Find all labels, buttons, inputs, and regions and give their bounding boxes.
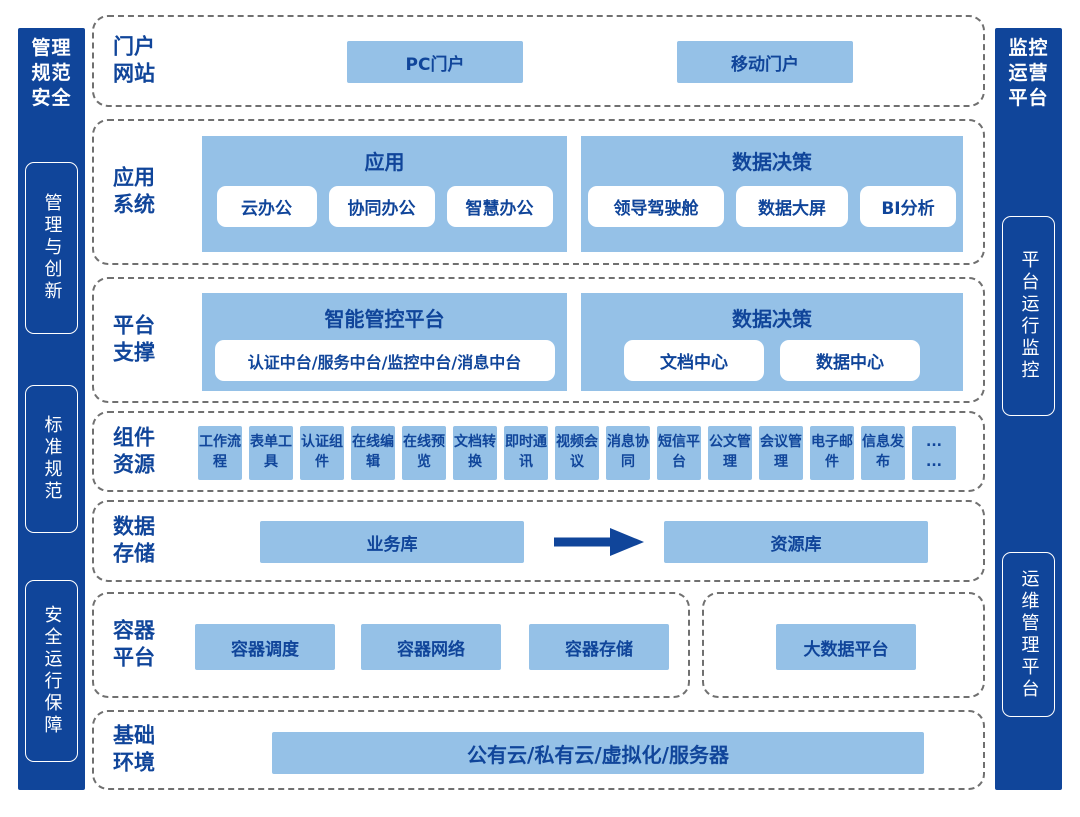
document-center-box: 文档中心 xyxy=(624,340,764,381)
sidebar-item-standards: 标准规范 xyxy=(25,385,78,533)
sidebar-item-management-innovation: 管理与创新 xyxy=(25,162,78,334)
data-decision-panel-platform: 数据决策 文档中心 数据中心 xyxy=(581,293,963,391)
row-infrastructure: 基础 环境 公有云/私有云/虚拟化/服务器 xyxy=(92,710,985,790)
application-panel-items: 云办公 协同办公 智慧办公 xyxy=(216,186,553,227)
component-box-email: 电子邮件 xyxy=(810,426,854,480)
component-box-official-doc: 公文管理 xyxy=(708,426,752,480)
row-portal-label: 门户 网站 xyxy=(113,34,155,86)
data-decision-panel-apps: 数据决策 领导驾驶舱 数据大屏 BI分析 xyxy=(581,136,963,252)
data-decision-title-platform: 数据决策 xyxy=(732,307,812,331)
right-sidebar: 监控 运营 平台 平台运行监控 运维管理平台 xyxy=(995,28,1062,790)
row-container-platform: 容器 平台 容器调度 容器网络 容器存储 xyxy=(92,592,690,698)
pc-portal-box: PC门户 xyxy=(347,41,523,83)
left-sidebar: 管理 规范 安全 管理与创新 标准规范 安全运行保障 xyxy=(18,28,85,790)
smart-control-items: 认证中台/服务中台/监控中台/消息中台 xyxy=(214,340,555,381)
row-storage-label: 数据 存储 xyxy=(113,514,155,566)
collab-office-box: 协同办公 xyxy=(328,186,435,227)
bi-analysis-box: BI分析 xyxy=(860,186,956,227)
mobile-portal-box: 移动门户 xyxy=(677,41,853,83)
left-sidebar-title: 管理 规范 安全 xyxy=(31,37,72,110)
component-box-im: 即时通讯 xyxy=(504,426,548,480)
component-box-message-collab: 消息协同 xyxy=(606,426,650,480)
data-screen-box: 数据大屏 xyxy=(736,186,848,227)
leader-cockpit-box: 领导驾驶舱 xyxy=(588,186,724,227)
row-apps-label: 应用 系统 xyxy=(113,165,155,217)
row-container-label: 容器 平台 xyxy=(113,618,155,670)
business-db-box: 业务库 xyxy=(260,521,524,563)
row-data-storage: 数据 存储 业务库 资源库 xyxy=(92,500,985,582)
container-storage-box: 容器存储 xyxy=(529,624,669,670)
cloud-infrastructure-box: 公有云/私有云/虚拟化/服务器 xyxy=(272,732,924,774)
component-box-doc-convert: 文档转换 xyxy=(453,426,497,480)
component-box-online-edit: 在线编辑 xyxy=(351,426,395,480)
bigdata-platform-box: 大数据平台 xyxy=(776,624,916,670)
right-sidebar-title: 监控 运营 平台 xyxy=(1008,37,1049,110)
row-platform-label: 平台 支撑 xyxy=(113,313,155,365)
component-box-video-meeting: 视频会议 xyxy=(555,426,599,480)
middle-platforms-box: 认证中台/服务中台/监控中台/消息中台 xyxy=(214,340,555,381)
component-box-meeting-mgmt: 会议管理 xyxy=(759,426,803,480)
resource-db-box: 资源库 xyxy=(664,521,928,563)
sidebar-item-ops-management: 运维管理平台 xyxy=(1002,552,1055,717)
sidebar-item-platform-monitoring: 平台运行监控 xyxy=(1002,216,1055,416)
data-center-box: 数据中心 xyxy=(780,340,920,381)
row-component-resources: 组件 资源 工作流程 表单工具 认证组件 在线编辑 在线预览 文档转换 即时通讯… xyxy=(92,411,985,492)
row-components-label: 组件 资源 xyxy=(113,425,155,477)
data-decision-items-platform: 文档中心 数据中心 xyxy=(624,340,920,381)
component-box-workflow: 工作流程 xyxy=(198,426,242,480)
row-application-systems: 应用 系统 应用 云办公 协同办公 智慧办公 数据决策 领导驾驶舱 数据大屏 B… xyxy=(92,119,985,265)
row-platform-support: 平台 支撑 智能管控平台 认证中台/服务中台/监控中台/消息中台 数据决策 文档… xyxy=(92,277,985,403)
container-scheduling-box: 容器调度 xyxy=(195,624,335,670)
component-squares: 工作流程 表单工具 认证组件 在线编辑 在线预览 文档转换 即时通讯 视频会议 … xyxy=(198,426,956,480)
component-box-info-publish: 信息发布 xyxy=(861,426,905,480)
component-box-sms: 短信平台 xyxy=(657,426,701,480)
application-panel: 应用 云办公 协同办公 智慧办公 xyxy=(202,136,567,252)
data-decision-title-apps: 数据决策 xyxy=(732,150,812,174)
row-portal: 门户 网站 PC门户 移动门户 xyxy=(92,15,985,107)
component-box-auth: 认证组件 xyxy=(300,426,344,480)
row-infra-label: 基础 环境 xyxy=(113,723,155,775)
container-network-box: 容器网络 xyxy=(361,624,501,670)
smart-control-title: 智能管控平台 xyxy=(324,307,445,331)
sidebar-item-safe-operation: 安全运行保障 xyxy=(25,580,78,762)
component-box-more: ... ... xyxy=(912,426,956,480)
smart-control-panel: 智能管控平台 认证中台/服务中台/监控中台/消息中台 xyxy=(202,293,567,391)
arrow-right-icon xyxy=(552,526,646,558)
smart-office-box: 智慧办公 xyxy=(446,186,553,227)
row-bigdata-platform: 大数据平台 xyxy=(702,592,985,698)
component-box-form-tools: 表单工具 xyxy=(249,426,293,480)
data-decision-items-apps: 领导驾驶舱 数据大屏 BI分析 xyxy=(588,186,956,227)
application-panel-title: 应用 xyxy=(364,150,405,174)
component-box-online-preview: 在线预览 xyxy=(402,426,446,480)
cloud-office-box: 云办公 xyxy=(216,186,317,227)
